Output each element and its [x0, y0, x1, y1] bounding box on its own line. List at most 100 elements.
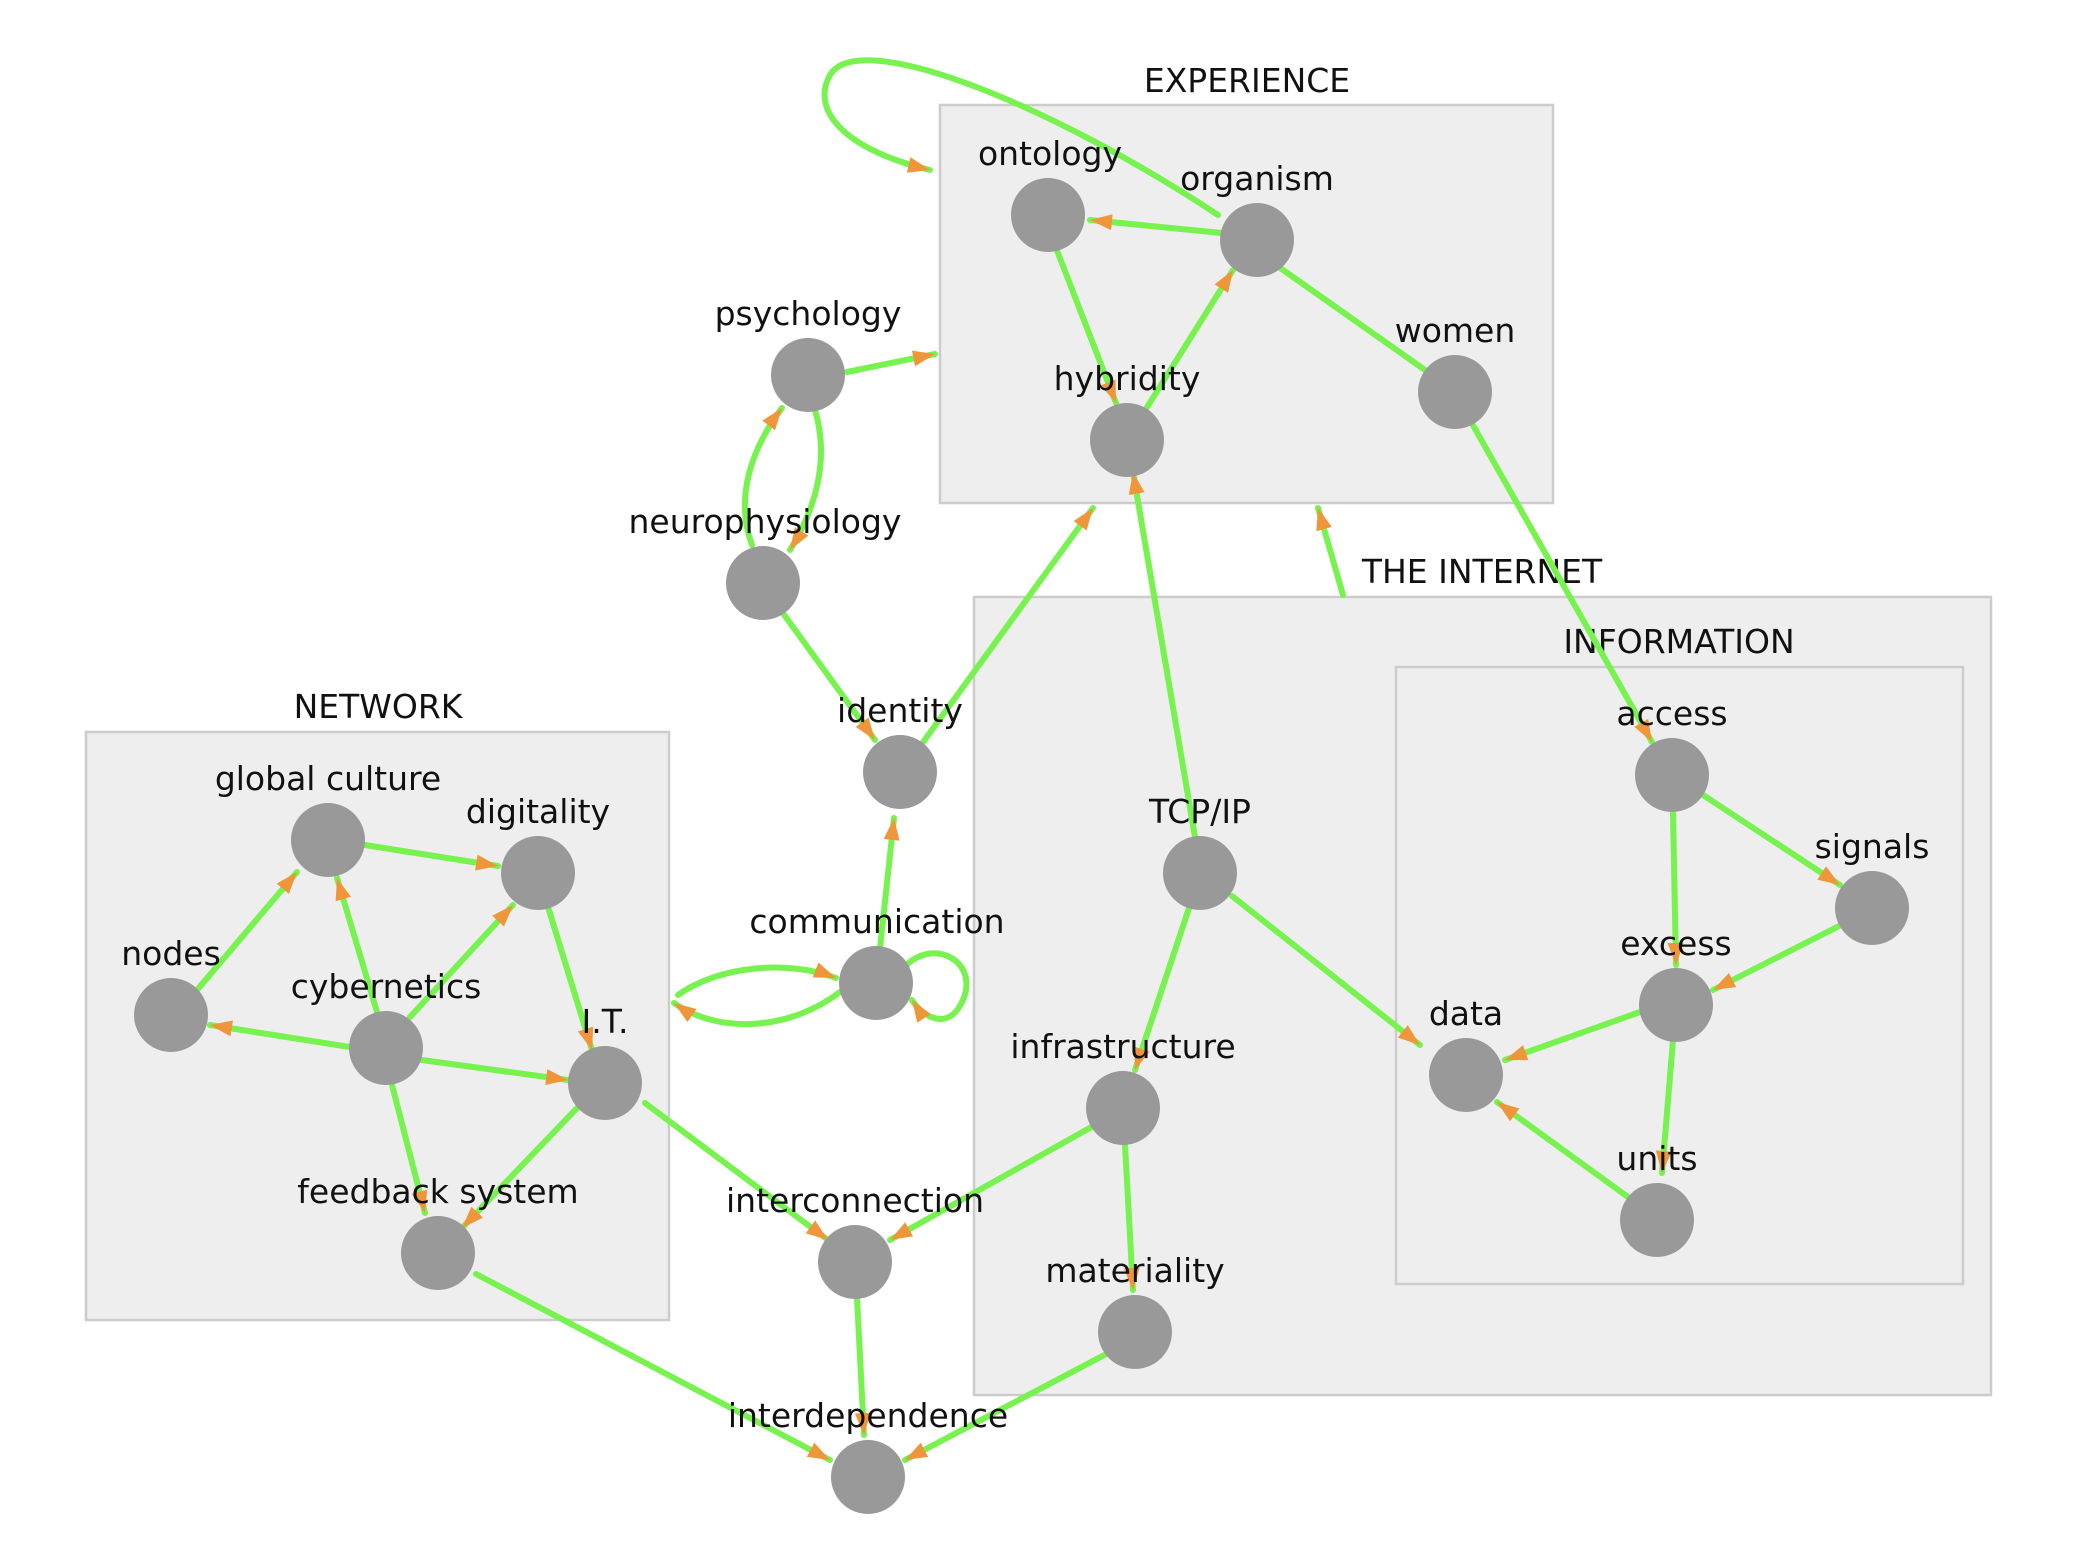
node-feedback-system[interactable]: feedback system	[297, 1172, 579, 1290]
edge-materiality-to-interdependence	[902, 1349, 1113, 1463]
node-ontology-label: ontology	[978, 134, 1122, 173]
edge-neurophysiology-to-identity	[774, 602, 878, 743]
edge-nodes-to-global-culture	[194, 869, 300, 993]
node-organism-circle[interactable]	[1220, 203, 1294, 277]
edge-network-to-communication	[675, 968, 839, 998]
edge-women-to-access	[1467, 417, 1655, 745]
node-signals-label: signals	[1815, 827, 1930, 866]
edge-tcpip-to-hybridity	[1133, 469, 1198, 840]
edge-ontology-to-hybridity	[1053, 245, 1119, 406]
edge-organism-to-experience	[821, 57, 1221, 218]
node-digitality-circle[interactable]	[501, 836, 575, 910]
node-signals-circle[interactable]	[1835, 871, 1909, 945]
node-hybridity-label: hybridity	[1054, 359, 1201, 398]
edge-access-to-excess	[1673, 810, 1676, 968]
edge-tcpip-to-infrastructure	[1132, 902, 1193, 1073]
node-data-label: data	[1429, 994, 1503, 1033]
group-label-experience: EXPERIENCE	[1144, 61, 1350, 100]
node-identity-label: identity	[837, 691, 963, 730]
node-communication[interactable]: communication	[749, 902, 1005, 1020]
node-materiality-label: materiality	[1045, 1251, 1224, 1290]
edge-organism-to-women	[1273, 262, 1428, 373]
edge-hybridity-to-organism	[1141, 267, 1236, 415]
node-psychology-circle[interactable]	[771, 338, 845, 412]
node-global-culture[interactable]: global culture	[215, 759, 441, 877]
node-data-circle[interactable]	[1429, 1038, 1503, 1112]
node-tcpip-circle[interactable]	[1163, 836, 1237, 910]
node-it[interactable]: I.T.	[568, 1002, 642, 1120]
node-cybernetics[interactable]: cybernetics	[291, 967, 482, 1085]
node-identity-circle[interactable]	[863, 735, 937, 809]
node-excess[interactable]: excess	[1620, 924, 1732, 1042]
node-cybernetics-circle[interactable]	[349, 1011, 423, 1085]
edge-units-to-data	[1494, 1099, 1631, 1200]
node-nodes-label: nodes	[121, 934, 221, 973]
node-global-culture-label: global culture	[215, 759, 441, 798]
node-interconnection-circle[interactable]	[818, 1225, 892, 1299]
node-units-label: units	[1616, 1139, 1697, 1178]
edge-access-to-signals	[1697, 790, 1843, 888]
edge-cybernetics-to-it	[419, 1057, 571, 1080]
node-feedback-system-label: feedback system	[297, 1172, 578, 1211]
node-materiality[interactable]: materiality	[1045, 1251, 1225, 1369]
node-units[interactable]: units	[1616, 1139, 1698, 1257]
node-units-circle[interactable]	[1620, 1183, 1694, 1257]
edge-identity-to-experience	[918, 505, 1096, 748]
edge-cybernetics-to-feedback-system	[389, 1082, 428, 1216]
edge-neurophysiology-to-psychology	[741, 405, 785, 548]
node-nodes[interactable]: nodes	[121, 934, 221, 1052]
node-materiality-circle[interactable]	[1098, 1295, 1172, 1369]
node-ontology-circle[interactable]	[1011, 178, 1085, 252]
edge-digitality-to-it	[545, 904, 595, 1053]
edge-it-to-interconnection	[642, 1100, 831, 1243]
node-digitality[interactable]: digitality	[466, 792, 610, 910]
node-women-circle[interactable]	[1418, 355, 1492, 429]
edge-global-culture-to-digitality	[362, 842, 501, 866]
node-psychology[interactable]: psychology	[715, 294, 902, 412]
node-access-label: access	[1616, 694, 1727, 733]
node-infrastructure-circle[interactable]	[1086, 1071, 1160, 1145]
node-excess-label: excess	[1620, 924, 1732, 963]
edge-cybernetics-to-nodes	[207, 1025, 353, 1050]
group-experience: EXPERIENCE	[938, 61, 1555, 505]
node-tcpip[interactable]: TCP/IP	[1148, 792, 1251, 910]
node-neurophysiology-circle[interactable]	[726, 546, 800, 620]
node-access[interactable]: access	[1616, 694, 1728, 812]
node-data[interactable]: data	[1429, 994, 1503, 1112]
node-hybridity[interactable]: hybridity	[1054, 359, 1201, 477]
node-communication-circle[interactable]	[839, 946, 913, 1020]
node-neurophysiology-label: neurophysiology	[629, 502, 902, 541]
node-identity[interactable]: identity	[837, 691, 963, 809]
node-communication-label: communication	[749, 902, 1004, 941]
node-interdependence[interactable]: interdependence	[728, 1396, 1008, 1514]
node-interdependence-circle[interactable]	[831, 1440, 905, 1514]
node-neurophysiology[interactable]: neurophysiology	[629, 502, 902, 620]
edge-cybernetics-to-global-culture	[334, 875, 380, 1015]
edge-psychology-to-experience	[844, 354, 938, 375]
node-psychology-label: psychology	[715, 294, 902, 333]
edge-excess-to-units	[1662, 1037, 1676, 1176]
edge-it-to-feedback-system	[459, 1104, 581, 1231]
node-women[interactable]: women	[1395, 311, 1516, 429]
edge-interconnection-to-interdependence	[857, 1295, 864, 1438]
node-women-label: women	[1395, 311, 1516, 350]
group-label-network: NETWORK	[294, 687, 464, 726]
node-interconnection[interactable]: interconnection	[726, 1181, 984, 1299]
node-excess-circle[interactable]	[1639, 968, 1713, 1042]
node-it-circle[interactable]	[568, 1046, 642, 1120]
node-ontology[interactable]: ontology	[978, 134, 1122, 252]
edge-organism-to-ontology	[1087, 220, 1225, 236]
node-organism[interactable]: organism	[1180, 159, 1334, 277]
node-access-circle[interactable]	[1635, 738, 1709, 812]
node-global-culture-circle[interactable]	[291, 803, 365, 877]
node-organism-label: organism	[1180, 159, 1334, 198]
node-nodes-circle[interactable]	[134, 978, 208, 1052]
edge-cybernetics-to-digitality	[407, 902, 516, 1020]
node-infrastructure[interactable]: infrastructure	[1010, 1027, 1236, 1145]
edges-layer	[194, 57, 1848, 1463]
node-signals[interactable]: signals	[1815, 827, 1930, 945]
node-tcpip-label: TCP/IP	[1148, 792, 1251, 831]
node-feedback-system-circle[interactable]	[401, 1216, 475, 1290]
node-hybridity-circle[interactable]	[1090, 403, 1164, 477]
